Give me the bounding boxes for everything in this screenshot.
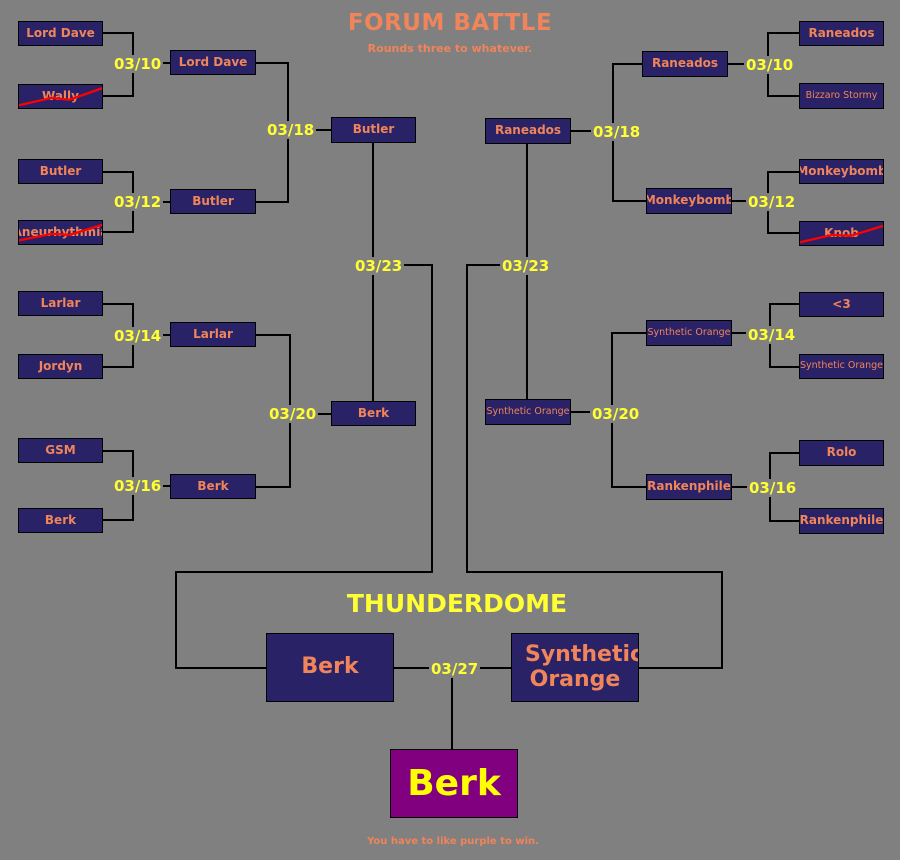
right-semi-date: 03/23 [500, 257, 552, 275]
page-subtitle: Rounds three to whatever. [367, 42, 533, 55]
right-r1-m1-date: 03/10 [744, 56, 796, 74]
right-r1-m4-player-b: Rankenphile [799, 508, 884, 534]
left-r1-m4-player-a: GSM [18, 438, 103, 463]
right-r1-m2-player-a: Monkeybomb [799, 159, 884, 184]
left-r1-m4-player-b: Berk [18, 508, 103, 533]
right-r1-m4-date: 03/16 [747, 479, 799, 497]
left-semi-date: 03/23 [353, 257, 405, 275]
left-r1-m1-player-b: Wally [18, 84, 103, 109]
left-r1-m2-player-a: Butler [18, 159, 103, 184]
right-r2-m2-date: 03/20 [590, 405, 642, 423]
left-r1-m3-date: 03/14 [112, 327, 164, 345]
right-r1-m3-player-b: Synthetic Orange [799, 354, 884, 379]
left-r1-m3-player-a: Larlar [18, 291, 103, 316]
right-r1-m2-player-b: Knob [799, 221, 884, 246]
left-r2-slot-4: Berk [170, 474, 256, 499]
left-r1-m4-date: 03/16 [112, 477, 164, 495]
left-r2-m1-date: 03/18 [265, 121, 317, 139]
right-r1-m3-date: 03/14 [746, 326, 798, 344]
left-r2-slot-1: Lord Dave [170, 50, 256, 75]
champion-box: Berk [390, 749, 518, 818]
right-r2-slot-4: Rankenphile [646, 474, 732, 500]
left-r1-m1-player-a: Lord Dave [18, 21, 103, 46]
final-right-player: Synthetic Orange [511, 633, 639, 702]
right-semi-slot-1: Raneados [485, 118, 571, 144]
right-r1-m2-date: 03/12 [746, 193, 798, 211]
left-r2-m2-date: 03/20 [267, 405, 319, 423]
right-semi-slot-2: Synthetic Orange [485, 399, 571, 425]
left-semi-slot-2: Berk [331, 401, 416, 426]
left-r1-m2-date: 03/12 [112, 193, 164, 211]
right-r1-m4-player-a: Rolo [799, 440, 884, 466]
left-r2-slot-3: Larlar [170, 322, 256, 347]
left-r2-slot-2: Butler [170, 189, 256, 214]
right-r1-m1-player-a: Raneados [799, 21, 884, 46]
footer-caption: You have to like purple to win. [367, 836, 539, 847]
left-r1-m2-player-b: Aneurhythmia [18, 220, 103, 245]
right-r2-m1-date: 03/18 [591, 123, 643, 141]
left-r1-m1-date: 03/10 [112, 55, 164, 73]
right-r2-slot-2: Monkeybomb [646, 188, 732, 214]
left-r1-m3-player-b: Jordyn [18, 354, 103, 379]
final-left-player: Berk [266, 633, 394, 702]
page-title: FORUM BATTLE [347, 10, 553, 36]
right-r1-m1-player-b: Bizzaro Stormy [799, 83, 884, 109]
final-date: 03/27 [429, 660, 481, 678]
right-r2-slot-3: Synthetic Orange [646, 320, 732, 346]
right-r2-slot-1: Raneados [642, 51, 728, 77]
right-r1-m3-player-a: <3 [799, 292, 884, 317]
left-semi-slot-1: Butler [331, 117, 416, 143]
final-title: THUNDERDOME [346, 589, 568, 618]
